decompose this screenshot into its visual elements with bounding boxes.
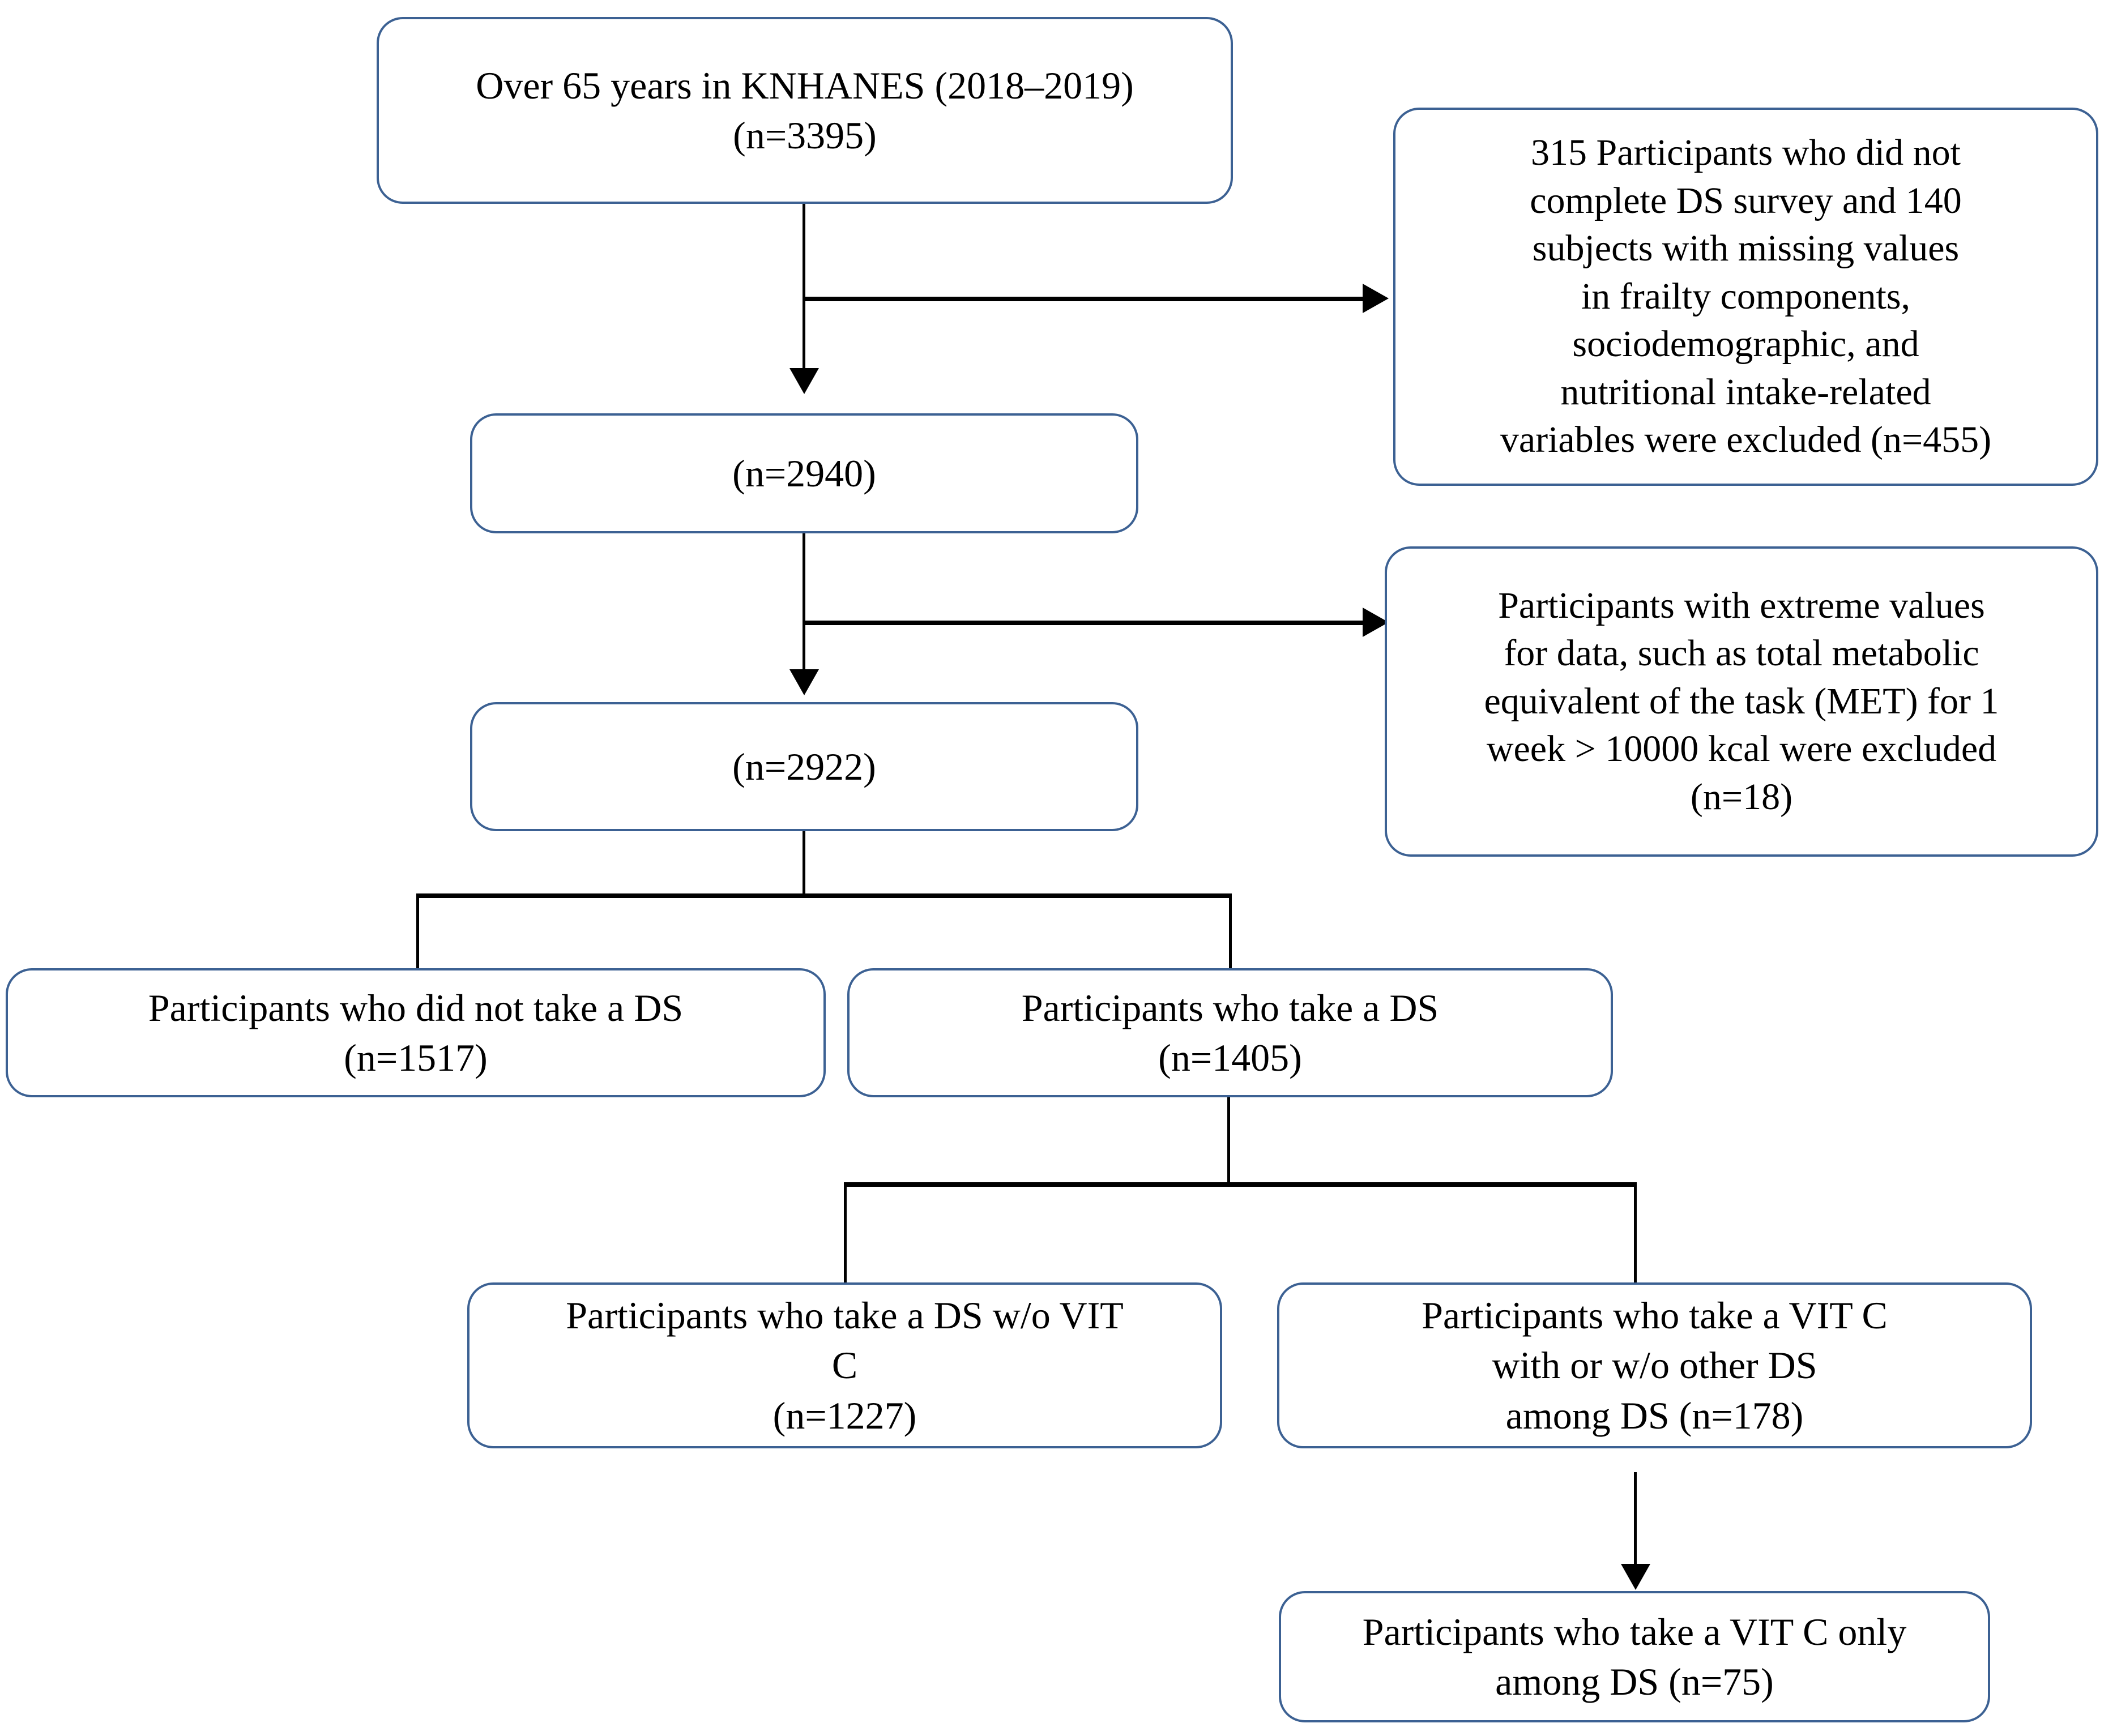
node-take-ds[interactable]: Participants who take a DS (n=1405) <box>847 968 1613 1097</box>
connector-2922-split-left-drop <box>416 893 419 968</box>
connector-2922-split-right-drop <box>1229 893 1232 968</box>
node-after-first-exclusion-label: (n=2940) <box>732 451 876 495</box>
node-analytic-sample-label: (n=2922) <box>732 745 876 788</box>
connector-takeds-split-bar <box>844 1182 1637 1187</box>
arrowhead-2940-to-exclusion2 <box>1363 608 1389 637</box>
node-vitc-only[interactable]: Participants who take a VIT C only among… <box>1279 1591 1990 1722</box>
node-excluded-extreme-met-label: Participants with extreme values for dat… <box>1484 584 1999 818</box>
connector-2922-split-bar <box>416 893 1232 898</box>
arrowhead-2940-to-2922 <box>789 669 819 695</box>
node-no-ds[interactable]: Participants who did not take a DS (n=15… <box>6 968 826 1097</box>
connector-source-to-exclusion1-horizontal <box>803 297 1369 301</box>
node-analytic-sample[interactable]: (n=2922) <box>470 702 1138 831</box>
connector-2940-to-exclusion2-horizontal <box>803 621 1369 625</box>
node-no-ds-label: Participants who did not take a DS (n=15… <box>148 986 684 1079</box>
connector-source-to-2940-vertical <box>803 203 805 373</box>
connector-takeds-split-left-drop <box>844 1182 847 1282</box>
node-source-population[interactable]: Over 65 years in KNHANES (2018–2019) (n=… <box>377 17 1233 204</box>
node-after-first-exclusion[interactable]: (n=2940) <box>470 413 1138 533</box>
node-excluded-survey-missing-label: 315 Participants who did not complete DS… <box>1500 132 1992 461</box>
node-ds-without-vitc[interactable]: Participants who take a DS w/o VIT C (n=… <box>467 1282 1222 1448</box>
arrowhead-source-to-exclusion1 <box>1363 284 1389 313</box>
arrowhead-source-to-2940 <box>789 368 819 394</box>
connector-vitc-to-vitconly-vertical <box>1634 1472 1637 1568</box>
connector-takeds-split-right-drop <box>1634 1182 1637 1282</box>
node-ds-without-vitc-label: Participants who take a DS w/o VIT C (n=… <box>566 1293 1124 1437</box>
node-excluded-extreme-met[interactable]: Participants with extreme values for dat… <box>1385 546 2098 857</box>
connector-2940-to-2922-vertical <box>803 531 805 673</box>
node-take-ds-label: Participants who take a DS (n=1405) <box>1021 986 1439 1079</box>
node-vitc-with-or-without-other-ds-label: Participants who take a VIT C with or w/… <box>1422 1293 1888 1437</box>
connector-2922-split-stem <box>803 828 805 896</box>
node-vitc-with-or-without-other-ds[interactable]: Participants who take a VIT C with or w/… <box>1277 1282 2032 1448</box>
connector-takeds-split-stem <box>1227 1094 1230 1185</box>
node-source-population-label: Over 65 years in KNHANES (2018–2019) (n=… <box>476 63 1134 157</box>
node-vitc-only-label: Participants who take a VIT C only among… <box>1362 1610 1907 1703</box>
node-excluded-survey-missing[interactable]: 315 Participants who did not complete DS… <box>1393 108 2098 486</box>
arrowhead-vitc-to-vitconly <box>1621 1564 1650 1590</box>
